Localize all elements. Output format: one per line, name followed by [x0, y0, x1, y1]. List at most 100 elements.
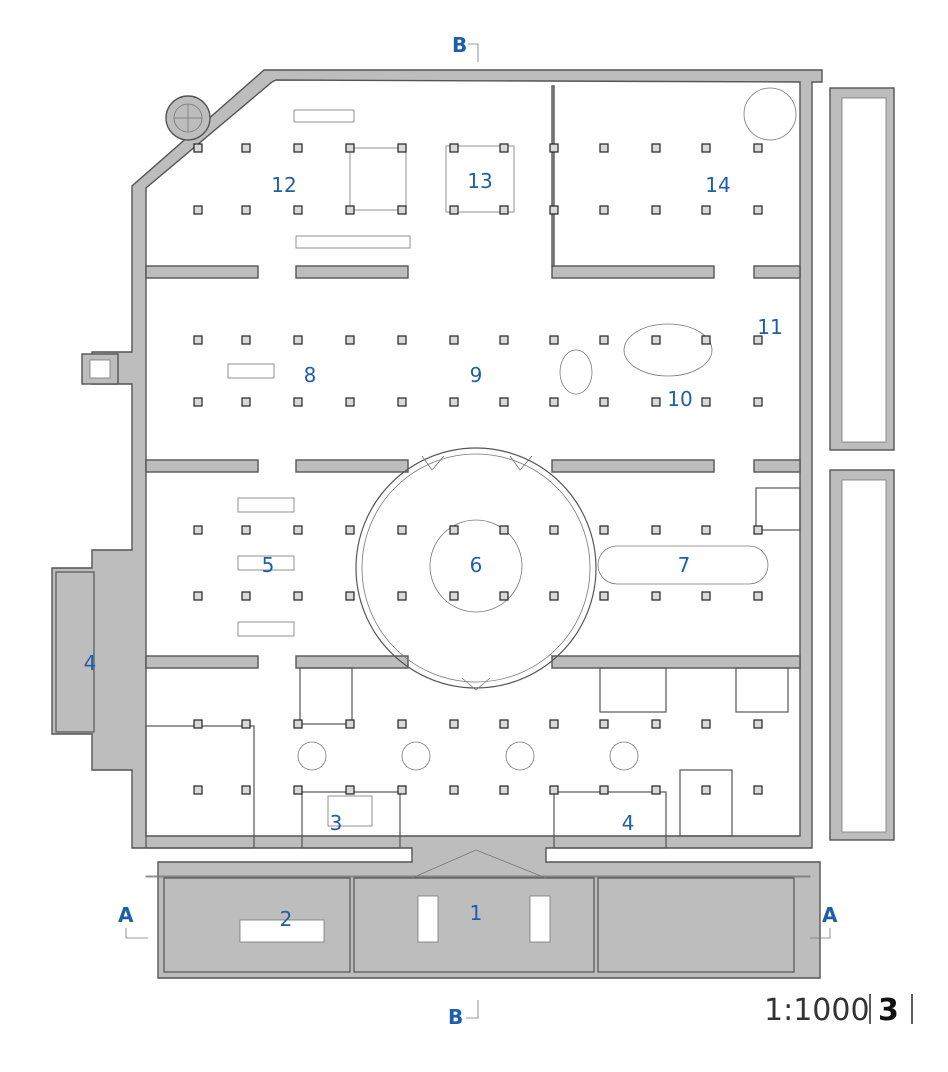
column — [753, 785, 763, 795]
wall — [295, 655, 409, 669]
display-case — [237, 497, 295, 513]
column — [449, 205, 459, 215]
room-4-box — [553, 791, 667, 849]
column — [241, 335, 251, 345]
column — [499, 785, 509, 795]
bottom-annex — [163, 849, 795, 973]
wc-room — [679, 769, 733, 837]
column — [753, 143, 763, 153]
column — [449, 335, 459, 345]
section-a-right-line — [810, 928, 831, 939]
round-table — [505, 741, 535, 771]
column — [397, 785, 407, 795]
rotunda-door — [461, 677, 491, 691]
column-grid — [193, 143, 763, 795]
room-label-3: 3 — [330, 811, 343, 835]
column — [345, 205, 355, 215]
column — [701, 143, 711, 153]
column — [449, 397, 459, 407]
rotunda-door — [509, 455, 533, 471]
wc-block — [735, 667, 789, 713]
column — [397, 335, 407, 345]
column — [293, 397, 303, 407]
column — [193, 397, 203, 407]
rotunda-door — [421, 455, 445, 471]
room-label-9: 9 — [470, 363, 483, 387]
column — [651, 205, 661, 215]
column — [651, 525, 661, 535]
display-case — [237, 621, 295, 637]
entry-line — [475, 849, 547, 879]
column — [241, 143, 251, 153]
section-markers: B B A A — [118, 33, 838, 1029]
column — [397, 397, 407, 407]
column — [241, 591, 251, 601]
column — [293, 719, 303, 729]
column — [549, 719, 559, 729]
column — [193, 719, 203, 729]
column — [241, 525, 251, 535]
section-a-left-line — [125, 928, 148, 939]
room-3-grid — [327, 795, 373, 827]
wall — [753, 459, 801, 473]
entry-line — [411, 849, 477, 879]
column — [599, 525, 609, 535]
column — [599, 785, 609, 795]
column — [549, 397, 559, 407]
column — [193, 205, 203, 215]
column — [701, 719, 711, 729]
wall — [145, 265, 259, 279]
column — [753, 525, 763, 535]
column — [549, 591, 559, 601]
column — [753, 719, 763, 729]
interior-walls — [145, 85, 811, 878]
column — [449, 719, 459, 729]
rotunda — [355, 447, 597, 691]
column — [701, 397, 711, 407]
column — [549, 143, 559, 153]
column — [549, 785, 559, 795]
column — [549, 525, 559, 535]
column — [397, 143, 407, 153]
column — [345, 591, 355, 601]
column — [753, 335, 763, 345]
column — [499, 719, 509, 729]
round-table — [609, 741, 639, 771]
column — [397, 205, 407, 215]
column — [599, 719, 609, 729]
wall — [551, 655, 801, 669]
section-a-right: A — [822, 903, 838, 927]
round-table — [401, 741, 431, 771]
display-case — [293, 109, 355, 123]
column — [449, 143, 459, 153]
annex-room-2 — [163, 877, 351, 973]
column — [549, 205, 559, 215]
room-labels: 1 2 3 4 4 5 6 7 8 9 10 11 12 13 14 — [84, 169, 783, 931]
column — [293, 143, 303, 153]
column — [599, 591, 609, 601]
right-annex-upper-inner — [841, 97, 887, 443]
column — [345, 397, 355, 407]
column — [397, 525, 407, 535]
column — [701, 525, 711, 535]
room-label-10: 10 — [667, 387, 692, 411]
wall — [551, 265, 715, 279]
column — [193, 525, 203, 535]
column — [345, 143, 355, 153]
room-label-7: 7 — [678, 553, 691, 577]
round-table — [297, 741, 327, 771]
column — [651, 719, 661, 729]
stair-1-right — [529, 895, 551, 943]
column — [651, 785, 661, 795]
column — [193, 143, 203, 153]
room-10-exhibit — [623, 323, 713, 377]
column — [293, 525, 303, 535]
column — [499, 205, 509, 215]
display-13 — [445, 145, 515, 213]
partition-room — [299, 667, 353, 725]
column — [241, 397, 251, 407]
room-label-14: 14 — [705, 173, 730, 197]
rotunda-inner — [361, 453, 591, 683]
column — [499, 591, 509, 601]
